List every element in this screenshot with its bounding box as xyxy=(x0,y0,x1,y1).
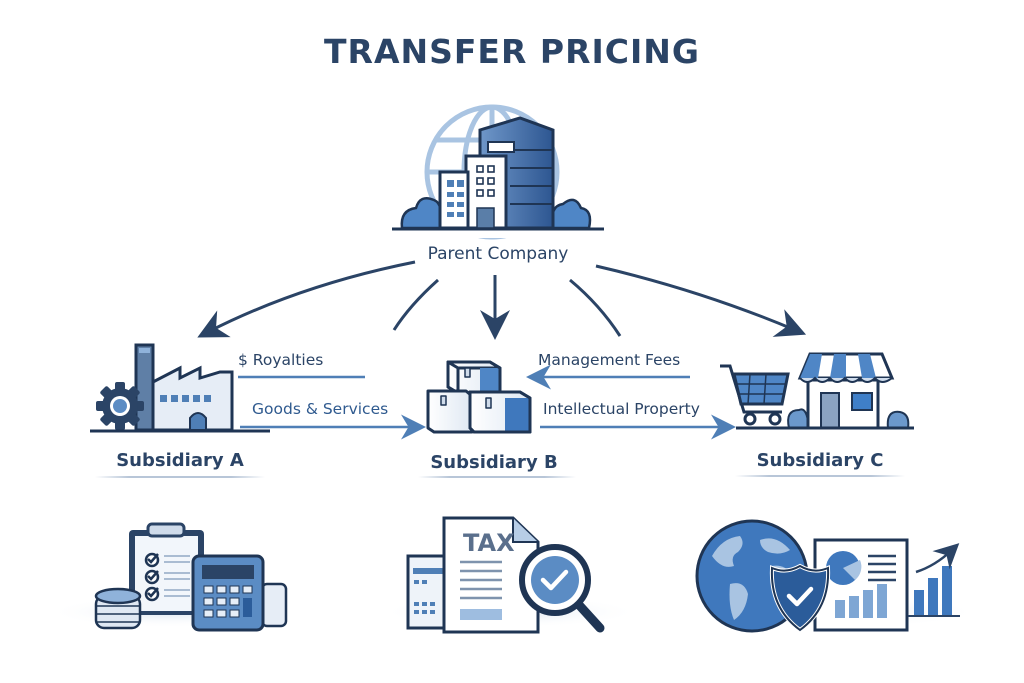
arrow-to-subsidiary-c xyxy=(595,264,807,337)
intellectual-property-label: Intellectual Property xyxy=(543,400,700,418)
subsidiary-c-underline xyxy=(735,475,905,477)
subsidiary-a-underline xyxy=(95,476,265,478)
management-fees-label: Management Fees xyxy=(538,351,681,369)
office-building-globe-icon xyxy=(392,104,604,240)
tax-text: TAX xyxy=(463,529,515,557)
shopping-cart-storefront-icon xyxy=(720,352,914,430)
subsidiary-b-underline xyxy=(418,476,576,478)
clipboard-calculator-coins-icon xyxy=(48,522,288,632)
subsidiary-b-label: Subsidiary B xyxy=(430,452,558,473)
arrow-curve-left xyxy=(392,278,439,331)
goods-services-label: Goods & Services xyxy=(252,400,389,418)
flow-lines xyxy=(238,364,736,440)
royalties-label: $ Royalties xyxy=(238,351,324,369)
globe-shield-report-icon xyxy=(695,519,980,633)
tax-document-magnifier-icon xyxy=(380,516,640,634)
subsidiary-a-label: Subsidiary A xyxy=(116,450,244,471)
diagram-title: TRANSFER PRICING xyxy=(324,32,700,71)
arrow-to-subsidiary-a xyxy=(197,260,416,338)
arrow-curve-right xyxy=(569,278,622,337)
subsidiary-c-label: Subsidiary C xyxy=(756,450,884,471)
parent-company-label: Parent Company xyxy=(427,244,569,264)
parent-arrows xyxy=(197,260,807,340)
stacked-boxes-icon xyxy=(426,360,532,434)
factory-gear-icon xyxy=(90,343,270,433)
